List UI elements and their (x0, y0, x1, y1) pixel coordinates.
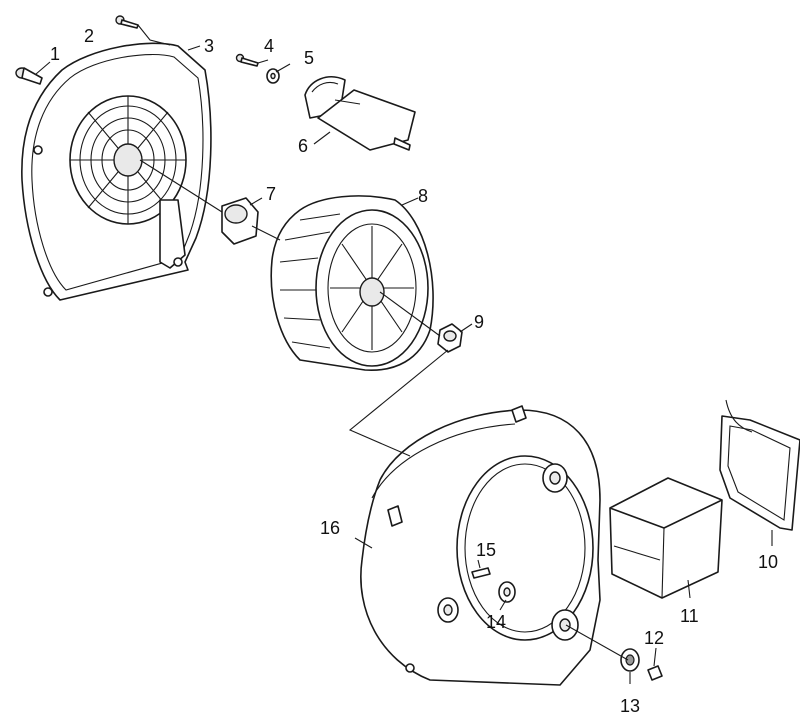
callout-11: 11 (680, 606, 699, 626)
part-12-pin (647, 665, 663, 681)
part-6-damper-flap (304, 76, 416, 151)
part-15-pin (471, 567, 491, 579)
callout-2: 2 (84, 26, 94, 46)
callout-15: 15 (476, 540, 496, 560)
part-10-cable-frame (719, 399, 800, 531)
callout-10: 10 (758, 552, 778, 572)
callout-8: 8 (418, 186, 428, 206)
callout-7: 7 (266, 184, 276, 204)
part-1-screw (15, 67, 43, 85)
callout-6: 6 (298, 136, 308, 156)
part-13-nut (620, 648, 640, 672)
part-5-washer (266, 68, 280, 84)
part-14-washer (498, 581, 516, 603)
callout-13: 13 (620, 696, 640, 716)
part-2-screw (115, 15, 139, 29)
part-9-bushing (437, 323, 463, 353)
callout-3: 3 (204, 36, 214, 56)
callout-1: 1 (50, 44, 60, 64)
callout-labels: 1 2 3 4 5 6 7 8 9 10 11 12 13 14 15 16 (50, 26, 778, 716)
part-3-front-cover (21, 42, 212, 301)
part-8-fan-wheel (270, 195, 434, 371)
callout-5: 5 (304, 48, 314, 68)
part-16-rear-housing (360, 405, 601, 686)
part-4-screw (235, 53, 259, 67)
callout-9: 9 (474, 312, 484, 332)
callout-14: 14 (486, 612, 506, 632)
leader-lines (35, 24, 773, 684)
callout-16: 16 (320, 518, 340, 538)
part-7-coupling (221, 197, 259, 245)
callout-4: 4 (264, 36, 274, 56)
part-11-box (609, 477, 723, 599)
callout-12: 12 (644, 628, 664, 648)
